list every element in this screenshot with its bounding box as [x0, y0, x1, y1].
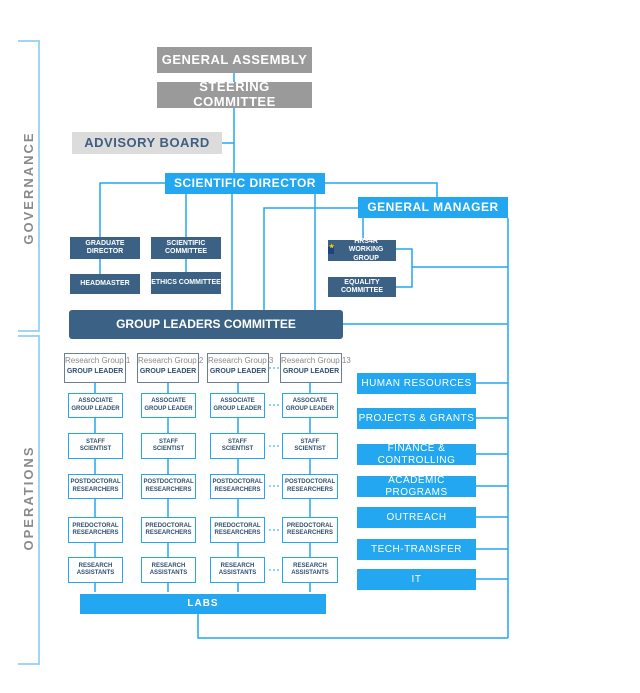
research-group-name: Research Group 1: [65, 356, 131, 365]
predoctoral-researchers-cell: PREDOCTORAL RESEARCHERS: [210, 517, 265, 543]
postdoctoral-researchers-cell: POSTDOCTORAL RESEARCHERS: [68, 474, 123, 499]
advisory-board-box: ADVISORY BOARD: [72, 132, 222, 154]
group-leader-label: GROUP LEADER: [282, 368, 340, 375]
staff-scientist-cell: STAFF SCIENTIST: [68, 433, 123, 459]
projects-grants-box: PROJECTS & GRANTS: [357, 408, 476, 429]
hrs4r-working-group-box: HRS4R WORKING GROUP: [328, 238, 396, 262]
steering-committee-box: STEERING COMMITTEE: [157, 79, 312, 109]
staff-scientist-cell: STAFF SCIENTIST: [141, 433, 196, 459]
scientific-director-box: SCIENTIFIC DIRECTOR: [165, 173, 325, 194]
associate-group-leader-cell: ASSOCIATE GROUP LEADER: [141, 393, 196, 418]
it-box: IT: [357, 569, 476, 590]
research-group-3: Research Group 3 GROUP LEADER: [207, 353, 274, 383]
academic-programs-box: ACADEMIC PROGRAMS: [357, 475, 476, 498]
tech-transfer-box: TECH-TRANSFER: [357, 539, 476, 560]
research-group-13: Research Group 13 GROUP LEADER: [280, 353, 351, 383]
outreach-box: OUTREACH: [357, 507, 476, 528]
scientific-committee-box: SCIENTIFIC COMMITTEE: [151, 237, 221, 259]
predoctoral-researchers-cell: PREDOCTORAL RESEARCHERS: [141, 517, 196, 543]
postdoctoral-researchers-cell: POSTDOCTORAL RESEARCHERS: [282, 474, 338, 499]
research-group-name: Research Group 3: [208, 356, 274, 365]
research-assistants-cell: RESEARCH ASSISTANTS: [282, 557, 338, 583]
operations-frame: [18, 335, 40, 665]
associate-group-leader-cell: ASSOCIATE GROUP LEADER: [282, 393, 338, 418]
group-leader-label: GROUP LEADER: [139, 368, 197, 375]
general-manager-box: GENERAL MANAGER: [358, 197, 508, 218]
equality-committee-box: EQUALITY COMMITTEE: [328, 277, 396, 297]
general-assembly-box: GENERAL ASSEMBLY: [157, 47, 312, 73]
predoctoral-researchers-cell: PREDOCTORAL RESEARCHERS: [282, 517, 338, 543]
graduate-director-box: GRADUATE DIRECTOR: [70, 237, 140, 259]
research-group-name: Research Group 2: [138, 356, 204, 365]
finance-controlling-box: FINANCE & CONTROLLING: [357, 443, 476, 466]
research-group-name: Research Group 13: [281, 356, 351, 365]
ethics-committee-box: ETHICS COMMITTEE: [151, 272, 221, 294]
postdoctoral-researchers-cell: POSTDOCTORAL RESEARCHERS: [210, 474, 265, 499]
associate-group-leader-cell: ASSOCIATE GROUP LEADER: [68, 393, 123, 418]
research-assistants-cell: RESEARCH ASSISTANTS: [210, 557, 265, 583]
research-group-1: Research Group 1 GROUP LEADER: [64, 353, 131, 383]
staff-scientist-cell: STAFF SCIENTIST: [282, 433, 338, 459]
postdoctoral-researchers-cell: POSTDOCTORAL RESEARCHERS: [141, 474, 196, 499]
headmaster-box: HEADMASTER: [70, 274, 140, 294]
associate-group-leader-cell: ASSOCIATE GROUP LEADER: [210, 393, 265, 418]
hrs4r-label: HRS4R WORKING GROUP: [348, 238, 384, 262]
eu-flag-icon: [328, 244, 335, 254]
labs-box: LABS: [80, 594, 326, 614]
governance-frame: [18, 40, 40, 332]
group-leaders-committee-box: GROUP LEADERS COMMITTEE: [69, 310, 343, 339]
human-resources-box: HUMAN RESOURCES: [357, 373, 476, 394]
group-leader-label: GROUP LEADER: [209, 368, 267, 375]
research-group-2: Research Group 2 GROUP LEADER: [137, 353, 204, 383]
predoctoral-researchers-cell: PREDOCTORAL RESEARCHERS: [68, 517, 123, 543]
research-assistants-cell: RESEARCH ASSISTANTS: [141, 557, 196, 583]
staff-scientist-cell: STAFF SCIENTIST: [210, 433, 265, 459]
group-leader-label: GROUP LEADER: [66, 368, 124, 375]
research-assistants-cell: RESEARCH ASSISTANTS: [68, 557, 123, 583]
